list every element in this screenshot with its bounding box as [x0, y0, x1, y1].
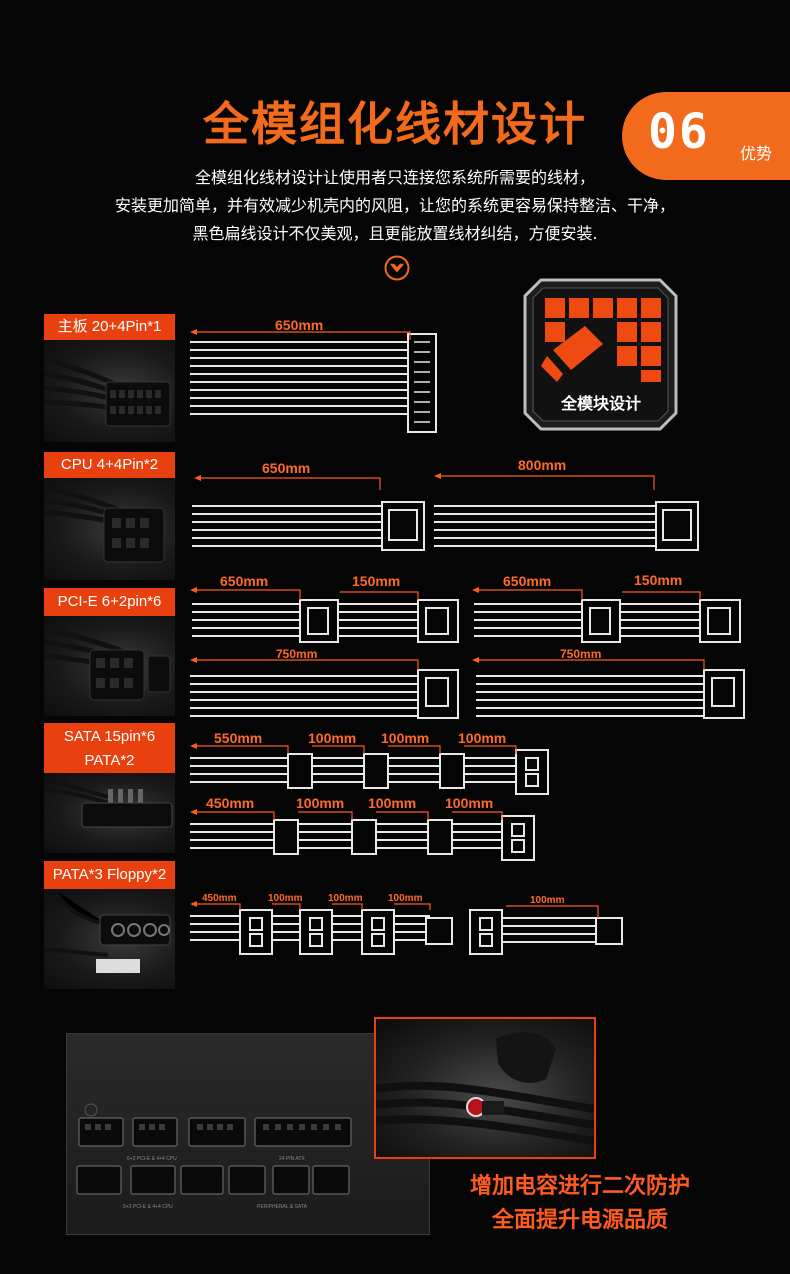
floppy-cable	[469, 909, 623, 955]
pcie-cable-top-left	[192, 599, 459, 643]
label-cpu: CPU 4+4Pin*2	[44, 452, 175, 478]
advantage-number: 06	[648, 104, 710, 160]
psu-modular-panel: 6+2 PCI-E & 4+4 CPU 24 PIN ATX 6+2 PCI-E…	[66, 1033, 430, 1235]
capacitor-closeup-photo	[374, 1017, 596, 1159]
advantage-label: 优势	[740, 144, 773, 163]
sata-length-1: 550mm	[214, 730, 262, 746]
label-sata: SATA 15pin*6	[63, 728, 156, 745]
mb-length-1: 650mm	[275, 317, 323, 333]
pata-length-4: 100mm	[388, 893, 423, 904]
floppy-length-1: 100mm	[530, 895, 565, 906]
psu-label-bottom-right: PERIPHERAL & SATA	[257, 1204, 308, 1210]
sata-length-8: 100mm	[445, 795, 493, 811]
caption-line-2: 全面提升电源品质	[491, 1208, 668, 1233]
modular-design-label: 全模块设计	[560, 394, 641, 413]
pcie-connector-photo	[43, 616, 175, 716]
sata-length-4: 100mm	[458, 730, 506, 746]
sata-cable-1	[190, 749, 549, 795]
sata-length-6: 100mm	[296, 795, 344, 811]
cable-diagrams: 650mm 650mm 800mm 650mm 150mm 650mm 150m…	[190, 317, 745, 955]
pata-length-2: 100mm	[268, 893, 303, 904]
pcie-length-1: 650mm	[220, 573, 268, 589]
pata-length-3: 100mm	[328, 893, 363, 904]
label-pcie: PCI-E 6+2pin*6	[44, 588, 175, 616]
sata-length-3: 100mm	[381, 730, 429, 746]
sata-length-5: 450mm	[206, 795, 254, 811]
modular-design-icon: 全模块设计	[523, 278, 678, 431]
pcie-length-2: 150mm	[352, 573, 400, 589]
sata-length-7: 100mm	[368, 795, 416, 811]
pcie-length-4: 150mm	[634, 572, 682, 588]
pcie-length-5: 750mm	[276, 647, 317, 661]
sata-length-2: 100mm	[308, 730, 356, 746]
cpu-connector-photo	[43, 478, 175, 580]
pcie-length-6: 750mm	[560, 647, 601, 661]
pata-floppy-connector-photo	[43, 888, 175, 989]
psu-label-top-left: 6+2 PCI-E & 4+4 CPU	[127, 1156, 177, 1162]
pata-cable	[190, 909, 453, 955]
chevron-down-icon	[384, 255, 410, 281]
pcie-cable-bottom-left	[190, 669, 459, 719]
pcie-cable-bottom-right	[476, 669, 745, 719]
pcie-length-3: 650mm	[503, 573, 551, 589]
description-line-1: 全模组化线材设计让使用者只连接您系统所需要的线材，	[194, 168, 595, 187]
psu-label-top-right: 24 PIN ATX	[279, 1156, 305, 1162]
advantage-badge	[622, 92, 790, 180]
description-line-2: 安装更加简单，并有效减少机壳内的风阻，让您的系统更容易保持整洁、干净，	[114, 196, 675, 215]
label-sata-pata: SATA 15pin*6 PATA*2	[44, 723, 175, 773]
page-title: 全模组化线材设计	[203, 97, 587, 151]
caption-line-1: 增加电容进行二次防护	[469, 1174, 690, 1199]
pcie-cable-top-right	[474, 599, 741, 643]
cpu-length-2: 800mm	[518, 457, 566, 473]
cpu-cable-2	[434, 501, 699, 551]
label-motherboard: 主板 20+4Pin*1	[44, 314, 175, 340]
cpu-cable-1	[192, 501, 425, 551]
sata-cable-2	[190, 815, 535, 861]
pata-length-1: 450mm	[202, 893, 237, 904]
description-line-3: 黑色扁线设计不仅美观，且更能放置线材纠结，方便安装.	[192, 224, 598, 243]
label-pata-floppy: PATA*3 Floppy*2	[44, 861, 175, 889]
psu-label-bottom-left: 6+2 PCI-E & 4+4 CPU	[123, 1204, 173, 1210]
motherboard-cable	[190, 333, 437, 433]
motherboard-connector-photo	[43, 340, 175, 442]
label-pata: PATA*2	[84, 752, 135, 769]
sata-connector-photo	[43, 773, 175, 853]
cpu-length-1: 650mm	[262, 460, 310, 476]
